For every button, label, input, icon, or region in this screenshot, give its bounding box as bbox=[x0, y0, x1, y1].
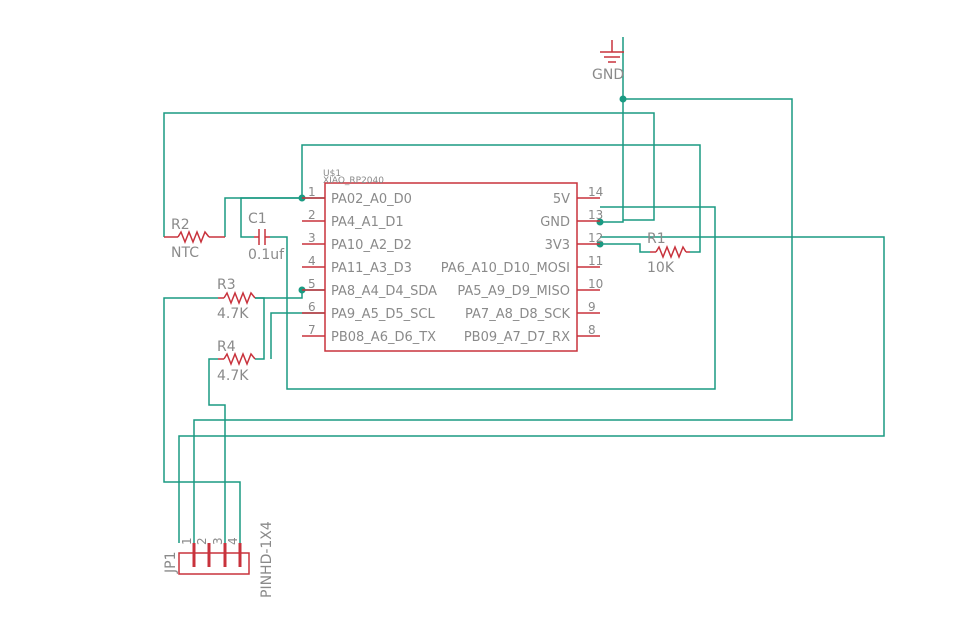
r4-zigzag bbox=[223, 351, 256, 367]
u1-pin-name: 5V bbox=[553, 192, 570, 207]
r2-zigzag bbox=[177, 229, 210, 245]
u1-pin-name: PA7_A8_D8_SCK bbox=[465, 307, 570, 322]
r1-zigzag bbox=[655, 244, 687, 260]
jp1-pin-num: 2 bbox=[195, 537, 209, 545]
net-sda-r3[interactable] bbox=[163, 297, 241, 543]
net-a0-r2[interactable] bbox=[224, 197, 302, 237]
r2-ntc-resistor[interactable]: R2 NTC bbox=[164, 217, 225, 261]
jp1-refdes: JP1 bbox=[163, 552, 179, 574]
u1-pin-number: 6 bbox=[308, 300, 316, 314]
u1-pin-number: 8 bbox=[588, 323, 596, 337]
r3-resistor[interactable]: R3 4.7K bbox=[217, 277, 256, 322]
net-sda[interactable] bbox=[255, 289, 325, 299]
c1-value: 0.1uf bbox=[248, 247, 285, 263]
net-3v3-r3-r4[interactable] bbox=[255, 297, 265, 360]
u1-pin-name: PA9_A5_D5_SCL bbox=[331, 307, 435, 322]
u1-pin-name: 3V3 bbox=[545, 238, 570, 253]
r3-zigzag bbox=[223, 290, 256, 306]
net-a0-r1[interactable] bbox=[301, 144, 701, 253]
u1-pin-name: PA11_A3_D3 bbox=[331, 261, 412, 276]
u1-pin-number: 11 bbox=[588, 254, 603, 268]
u1-pin-name: PA4_A1_D1 bbox=[331, 215, 404, 230]
r4-value: 4.7K bbox=[217, 368, 249, 384]
r3-value: 4.7K bbox=[217, 306, 249, 322]
c1-refdes: C1 bbox=[248, 211, 267, 227]
r1-refdes: R1 bbox=[647, 231, 666, 247]
u1-pin-name: PB08_A6_D6_TX bbox=[331, 330, 436, 345]
net-3v3-jp1-pin1[interactable] bbox=[178, 236, 885, 543]
u1-pin-number: 7 bbox=[308, 323, 316, 337]
net-ntc-gnd[interactable] bbox=[163, 112, 655, 237]
u1-pin-name: PA5_A9_D9_MISO bbox=[457, 284, 570, 299]
u1-pin-name: PB09_A7_D7_RX bbox=[464, 330, 570, 345]
jp1-pin-num: 4 bbox=[226, 537, 240, 545]
net-gnd-drop[interactable] bbox=[600, 37, 624, 223]
gnd-label: GND bbox=[592, 67, 624, 83]
u1-pin-name: PA02_A0_D0 bbox=[331, 192, 412, 207]
u1-pin-number: 2 bbox=[308, 208, 316, 222]
jp1-pin-num: 1 bbox=[180, 537, 194, 545]
r4-resistor[interactable]: R4 4.7K bbox=[217, 339, 256, 384]
u1-pin-name: PA6_A10_D10_MOSI bbox=[441, 261, 570, 276]
u1-pin-number: 3 bbox=[308, 231, 316, 245]
u1-pin-name: PA8_A4_D4_SDA bbox=[331, 284, 437, 299]
r2-refdes: R2 bbox=[171, 217, 190, 233]
u1-pin-number: 13 bbox=[588, 208, 603, 222]
u1-pin-number: 1 bbox=[308, 185, 316, 199]
r4-refdes: R4 bbox=[217, 339, 236, 355]
r3-refdes: R3 bbox=[217, 277, 236, 293]
u1-refdes: U$1 bbox=[323, 169, 341, 179]
c1-capacitor[interactable]: C1 0.1uf bbox=[248, 211, 285, 263]
net-3v3-r1[interactable] bbox=[600, 243, 650, 253]
jp1-pin-header[interactable]: 1 2 3 4 JP1 PINHD-1X4 bbox=[163, 521, 275, 598]
jp1-pin-num: 3 bbox=[211, 537, 225, 545]
u1-pin-number: 9 bbox=[588, 300, 596, 314]
r1-resistor[interactable]: R1 10K bbox=[647, 231, 690, 276]
net-gnd-jp1-pin2[interactable] bbox=[193, 98, 793, 543]
jp1-body bbox=[178, 552, 250, 575]
u1-value: XIAO_RP2040 bbox=[323, 176, 384, 186]
gnd-symbol[interactable]: GND bbox=[592, 40, 624, 83]
u1-pin-number: 12 bbox=[588, 231, 603, 245]
u1-pin-name: GND bbox=[540, 215, 570, 230]
net-gnd-c1[interactable] bbox=[270, 206, 716, 390]
u1-pin-number: 14 bbox=[588, 185, 603, 199]
u1-pin-number: 5 bbox=[308, 277, 316, 291]
net-scl-r4[interactable] bbox=[208, 358, 226, 543]
u1-pin-number: 10 bbox=[588, 277, 603, 291]
u1-pin-number: 4 bbox=[308, 254, 316, 268]
jp1-value: PINHD-1X4 bbox=[259, 521, 275, 598]
r2-value: NTC bbox=[171, 245, 199, 261]
r1-value: 10K bbox=[647, 260, 675, 276]
junction-dot bbox=[619, 95, 627, 103]
u1-pin-name: PA10_A2_D2 bbox=[331, 238, 412, 253]
